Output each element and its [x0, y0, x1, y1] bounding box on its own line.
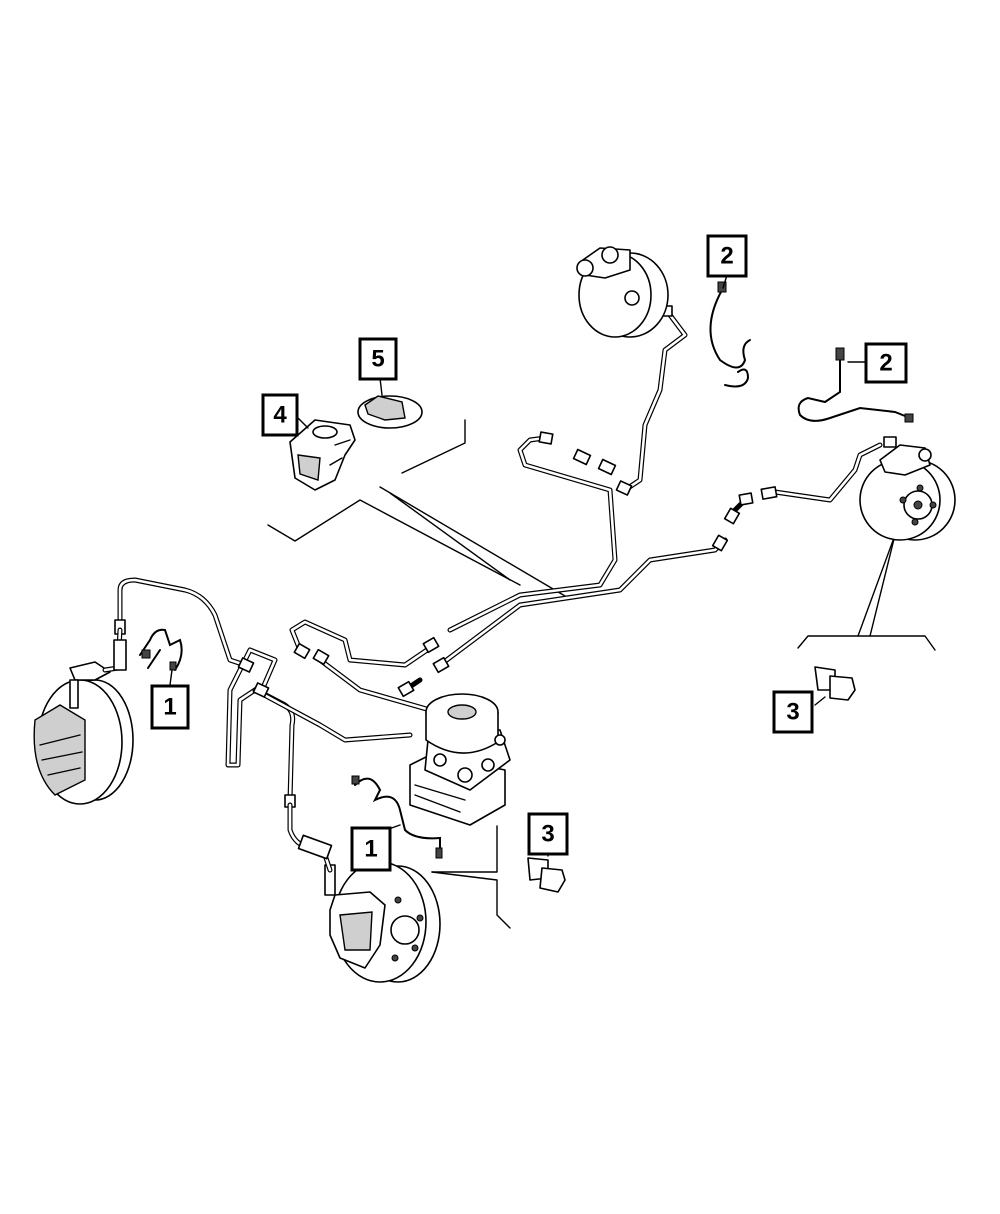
callout-label: 5: [371, 346, 384, 373]
callout-4: 4: [261, 393, 299, 437]
left-front-brake-assembly: [33, 627, 134, 805]
left-rear-wheel-speed-sensor: [709, 281, 751, 388]
callout-label: 3: [786, 699, 799, 726]
right-rear-wheel-speed-sensor: [797, 347, 914, 423]
wheel-bolt-front: [527, 857, 566, 893]
callout-label: 2: [879, 350, 892, 377]
callout-3-center: 3: [527, 812, 569, 856]
right-rear-drum-assembly: [859, 444, 956, 541]
callout-label: 3: [541, 821, 554, 848]
callout-leaders: [169, 274, 867, 857]
callout-label: 1: [364, 836, 377, 863]
right-front-brake-assembly: [287, 802, 441, 983]
frame-reference-lines: [267, 419, 936, 929]
callout-label: 1: [163, 694, 176, 721]
left-rear-drum-assembly: [576, 246, 669, 338]
callout-label: 2: [720, 243, 733, 270]
callout-2-right: 2: [864, 342, 908, 384]
right-front-wheel-speed-sensor: [351, 775, 443, 859]
mounting-clip: [357, 395, 423, 429]
abs-hydraulic-control-unit: [409, 693, 511, 826]
left-front-wheel-speed-sensor: [139, 628, 183, 671]
callout-2-left: 2: [706, 234, 748, 278]
callout-label: 4: [273, 402, 287, 429]
wheel-bolt-rear: [814, 666, 856, 701]
callout-1-left: 1: [150, 684, 190, 730]
brake-lines: [117, 312, 883, 803]
callout-1-right: 1: [350, 826, 392, 872]
callout-5: 5: [358, 337, 398, 381]
callout-3-right: 3: [772, 690, 814, 734]
control-module-bracket: [289, 419, 356, 491]
tube-fittings: [114, 305, 897, 808]
